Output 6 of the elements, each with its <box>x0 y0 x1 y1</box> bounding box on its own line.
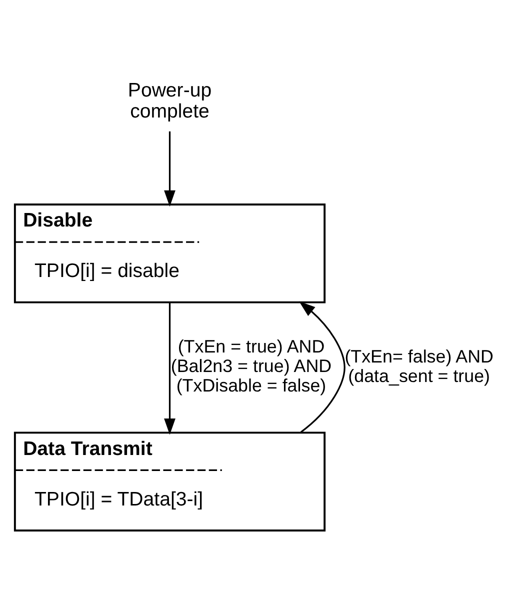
edge-label: (TxEn = true) AND (Bal2n3 = true) AND (TxDisable = false) <box>170 336 332 396</box>
edge-label: (TxEn= false) AND (data_sent = true) <box>344 346 494 386</box>
arrow <box>164 302 176 434</box>
arrow <box>164 130 176 206</box>
node-text: Power-up complete <box>128 78 212 122</box>
arrow <box>298 300 346 432</box>
